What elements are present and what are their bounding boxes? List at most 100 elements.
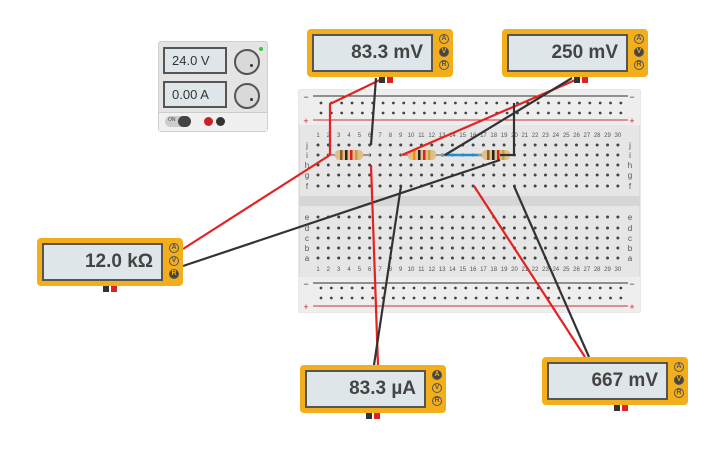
row-label: j [305, 141, 308, 150]
breadboard-hole [606, 143, 610, 147]
rail-hole [598, 111, 602, 115]
breadboard-hole [399, 143, 403, 147]
mode-a-button[interactable]: A [169, 243, 179, 253]
mode-r-button[interactable]: R [169, 269, 179, 279]
breadboard-hole [564, 184, 568, 188]
mode-r-button[interactable]: R [432, 396, 442, 406]
power-switch[interactable]: ON [165, 116, 191, 127]
breadboard-hole [595, 184, 599, 188]
breadboard-hole [616, 143, 620, 147]
column-label: 15 [459, 133, 466, 139]
probe-connectors[interactable] [574, 77, 590, 83]
mode-a-button[interactable]: A [674, 362, 684, 372]
rail-hole [505, 101, 509, 105]
column-label: 16 [470, 133, 477, 139]
breadboard-hole [409, 236, 413, 240]
breadboard-hole [399, 236, 403, 240]
mode-r-button[interactable]: R [439, 60, 449, 70]
rail-label: + [629, 302, 634, 312]
rail-hole [371, 286, 375, 290]
multimeter-display: 250 mV [507, 34, 628, 72]
breadboard-hole [461, 246, 465, 250]
column-label: 13 [439, 267, 446, 273]
breadboard-hole [409, 143, 413, 147]
breadboard-hole [554, 215, 558, 219]
probe-connectors[interactable] [103, 286, 119, 292]
mode-a-button[interactable]: A [634, 34, 644, 44]
current-knob[interactable] [234, 83, 260, 109]
positive-terminal[interactable] [204, 117, 213, 126]
breadboard-hole [616, 184, 620, 188]
probe-connectors[interactable] [379, 77, 395, 83]
black-wire [372, 185, 403, 366]
mode-v-button[interactable]: V [634, 47, 644, 57]
mode-v-button[interactable]: V [439, 47, 449, 57]
breadboard-hole [388, 153, 392, 157]
breadboard-hole [450, 236, 454, 240]
breadboard-hole [326, 226, 330, 230]
rail-hole [391, 101, 395, 105]
breadboard-hole [357, 163, 361, 167]
rail-hole [464, 111, 468, 115]
rail-hole [340, 296, 344, 300]
breadboard-hole [368, 256, 372, 260]
rail-hole [340, 111, 344, 115]
breadboard-hole [564, 256, 568, 260]
row-label: f [629, 182, 632, 191]
negative-terminal[interactable] [216, 117, 225, 126]
column-label: 18 [490, 133, 497, 139]
mode-r-button[interactable]: R [674, 388, 684, 398]
breadboard-hole [430, 226, 434, 230]
mode-v-button[interactable]: V [674, 375, 684, 385]
breadboard-hole [595, 226, 599, 230]
breadboard-hole [523, 184, 527, 188]
rail-hole [340, 101, 344, 105]
black-wire [500, 103, 516, 157]
breadboard-hole [430, 184, 434, 188]
breadboard-hole [388, 173, 392, 177]
breadboard-hole [585, 246, 589, 250]
rail-hole [578, 286, 581, 290]
rail-hole [381, 101, 385, 105]
breadboard-hole [564, 153, 568, 157]
breadboard-hole [585, 236, 589, 240]
mode-r-button[interactable]: R [634, 60, 644, 70]
resistor-2-band [413, 150, 416, 160]
breadboard-hole [430, 143, 434, 147]
probe-connectors[interactable] [366, 413, 382, 419]
resistor-1-band [340, 150, 343, 160]
rail-hole [495, 286, 499, 290]
breadboard-hole [492, 173, 496, 177]
mode-v-button[interactable]: V [432, 383, 442, 393]
breadboard-hole [326, 184, 330, 188]
column-label: 29 [604, 267, 611, 273]
breadboard-hole [450, 184, 454, 188]
breadboard-hole [450, 256, 454, 260]
rail-hole [567, 101, 571, 105]
probe-connectors[interactable] [614, 405, 630, 411]
breadboard-hole [316, 143, 320, 147]
mode-a-button[interactable]: A [439, 34, 449, 44]
row-label: h [628, 161, 632, 170]
rail-hole [505, 296, 509, 300]
power-supply[interactable]: 24.0 V 0.00 A ON [158, 41, 268, 132]
breadboard-hole [523, 173, 527, 177]
breadboard-hole [616, 153, 620, 157]
breadboard-hole [337, 226, 341, 230]
rail-hole [516, 286, 519, 290]
voltage-knob[interactable] [234, 49, 260, 75]
breadboard-hole [388, 163, 392, 167]
breadboard-hole [347, 226, 351, 230]
resistor-1-band [345, 150, 348, 160]
column-label: 4 [347, 133, 351, 139]
mode-v-button[interactable]: V [169, 256, 179, 266]
mode-a-button[interactable]: A [432, 370, 442, 380]
column-label: 1 [316, 133, 320, 139]
rail-hole [609, 111, 612, 115]
